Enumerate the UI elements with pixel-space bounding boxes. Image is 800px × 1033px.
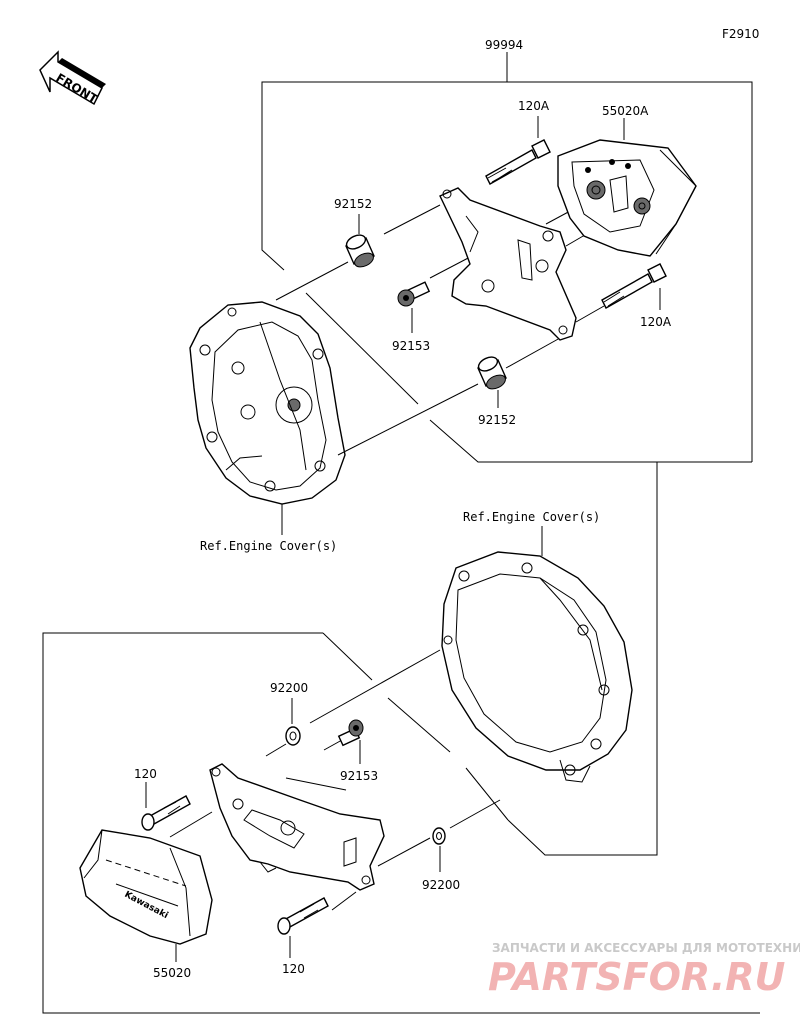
bracket-upper — [439, 187, 577, 341]
spacer-upper — [345, 234, 375, 268]
bracket-lower — [209, 763, 385, 891]
label-55020a: 55020A — [602, 104, 649, 118]
front-arrow-icon: FRONT — [39, 50, 106, 107]
bolt-120-upper — [141, 795, 191, 831]
washer-right — [432, 827, 446, 845]
screw-lower — [337, 719, 364, 747]
label-120-upper: 120 — [134, 767, 157, 781]
assembly-frame-upper — [261, 52, 753, 856]
leader-lines-upper — [275, 204, 605, 456]
label-92152-lower: 92152 — [478, 413, 516, 427]
spacer-lower — [477, 356, 507, 390]
bolt-120a-upper — [485, 139, 551, 185]
figure-code: F2910 — [722, 27, 759, 41]
assembly-number: 99994 — [485, 38, 523, 52]
label-55020: 55020 — [153, 966, 191, 980]
label-92153-lower: 92153 — [340, 769, 378, 783]
label-120a-upper: 120A — [518, 99, 550, 113]
label-92200-right: 92200 — [422, 878, 460, 892]
label-120a-lower: 120A — [640, 315, 672, 329]
assembly-frame-lower — [42, 632, 760, 1014]
label-92152-upper: 92152 — [334, 197, 372, 211]
label-92153-upper: 92153 — [392, 339, 430, 353]
screw-upper — [397, 281, 431, 307]
washer-left — [285, 726, 301, 746]
slider-lower: Kawasaki — [79, 829, 213, 945]
ref-engine-cover-lower: Ref.Engine Cover(s) — [463, 510, 600, 524]
engine-cover-upper — [189, 301, 346, 505]
label-92200-left: 92200 — [270, 681, 308, 695]
leader-lines-lower — [169, 649, 501, 911]
engine-cover-lower — [441, 551, 633, 783]
watermark-tagline: ЗАПЧАСТИ И АКСЕССУАРЫ ДЛЯ МОТОТЕХНИКИ — [492, 941, 800, 955]
slider-upper — [557, 139, 697, 257]
watermark-brand: PARTSFOR.RU — [488, 955, 786, 999]
label-120-lower: 120 — [282, 962, 305, 976]
bolt-120a-lower — [601, 263, 667, 309]
ref-engine-cover-upper: Ref.Engine Cover(s) — [200, 539, 337, 553]
bolt-120-lower — [277, 897, 329, 935]
